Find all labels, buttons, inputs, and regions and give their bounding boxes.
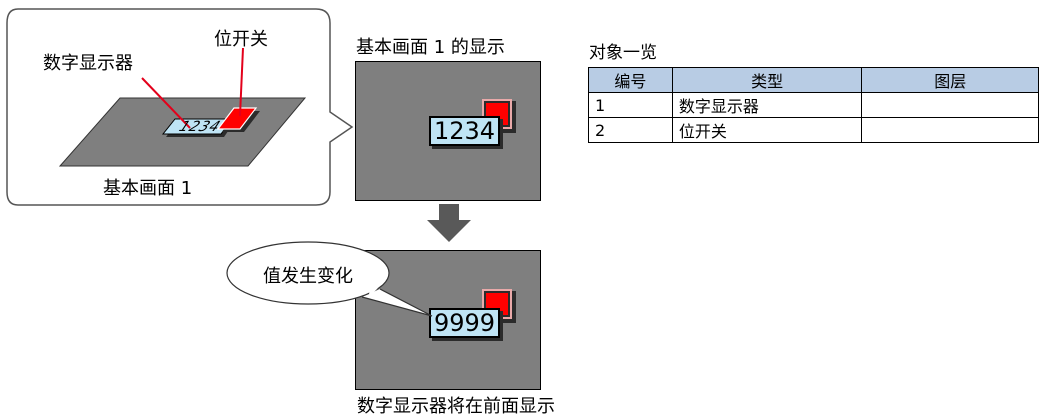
cell-number: 2	[588, 117, 673, 143]
top-numeric-display: 1234	[429, 116, 501, 146]
leader-line-bit-switch	[239, 47, 244, 117]
speech-bubble	[226, 241, 433, 317]
cell-number: 1	[588, 92, 673, 118]
object-list-title: 对象一览	[589, 43, 657, 63]
bottom-caption: 数字显示器将在前面显示	[357, 396, 555, 417]
table-row: 1 数字显示器	[588, 92, 1039, 118]
object-list-table: 编号 类型 图层 1 数字显示器 2 位开关	[588, 67, 1039, 143]
table-row: 2 位开关	[588, 117, 1039, 143]
bubble-text: 值发生变化	[263, 266, 353, 287]
cell-layer	[861, 117, 1039, 143]
bottom-base-screen: 9999	[355, 250, 541, 390]
cell-type: 位开关	[671, 117, 863, 143]
table-header-row: 编号 类型 图层	[588, 67, 1039, 93]
header-type: 类型	[671, 67, 863, 93]
top-display-value: 1234	[434, 117, 496, 145]
top-screen-caption: 基本画面 1 的显示	[356, 37, 505, 58]
label-numeric-display: 数字显示器	[43, 53, 133, 74]
leader-line-numeric-display	[141, 77, 191, 129]
down-arrow-icon	[427, 204, 471, 242]
base-screen-label: 基本画面 1	[103, 178, 193, 199]
cell-type: 数字显示器	[671, 92, 863, 118]
bottom-display-value: 9999	[434, 309, 496, 337]
top-base-screen: 1234	[355, 61, 541, 201]
cell-layer	[861, 92, 1039, 118]
callout-box	[6, 8, 354, 206]
header-layer: 图层	[861, 67, 1039, 93]
perspective-display-value: 1234	[176, 119, 224, 135]
header-number: 编号	[588, 67, 673, 93]
bottom-numeric-display: 9999	[429, 308, 501, 338]
label-bit-switch: 位开关	[214, 29, 268, 50]
